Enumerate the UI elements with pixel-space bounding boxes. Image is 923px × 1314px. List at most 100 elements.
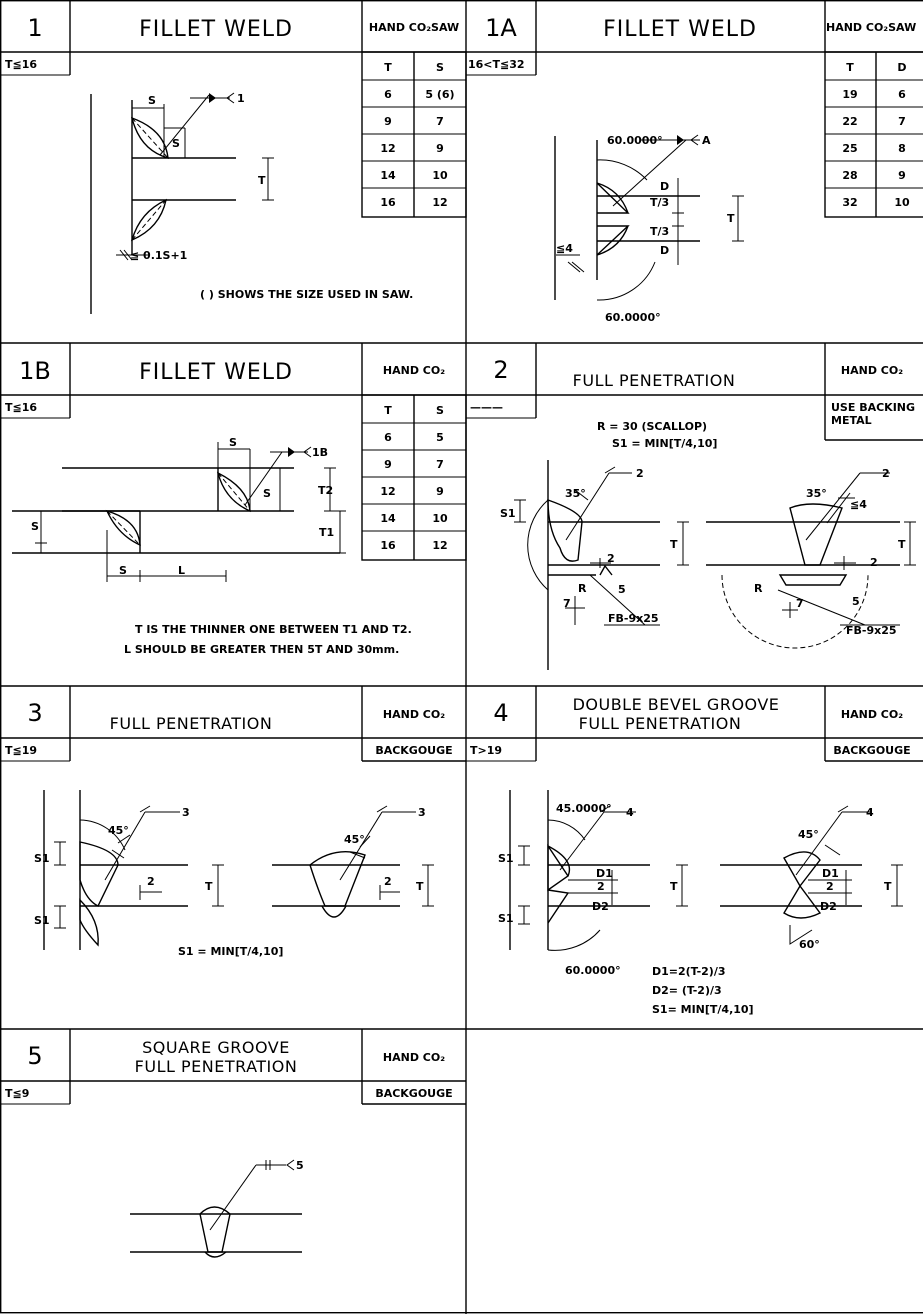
condition-label: T≦9: [5, 1087, 29, 1100]
scallop-r: R: [754, 582, 763, 595]
dim-s1: S1: [34, 914, 50, 927]
backgouge-label: BACKGOUGE: [375, 1087, 452, 1100]
reference-label: 2: [882, 467, 890, 480]
backing-label-1: USE BACKING: [831, 401, 915, 414]
dim-t: T: [670, 880, 678, 893]
table-cell: 14: [380, 169, 396, 182]
panel-number: 3: [27, 699, 42, 727]
panel-number: 1: [27, 14, 42, 42]
panel-number: 4: [493, 699, 508, 727]
dim-d: D: [660, 180, 669, 193]
panel-3-drawing: 45° 3 S1 S1 2 T 45° 3 2 T S1 = MIN[T/4,1…: [34, 790, 434, 958]
table-cell: 10: [432, 169, 448, 182]
dim-t: T: [727, 212, 735, 225]
panel-title: FILLET WELD: [139, 17, 293, 42]
reference-label: 5: [296, 1159, 304, 1172]
dim-s: S: [229, 436, 237, 449]
dim-d1: D1: [822, 867, 839, 880]
panel-1-drawing: S S T 1 ≦ 0.1S+1 ( ) SHOWS THE SIZE USED…: [90, 92, 413, 314]
table-header: S: [436, 404, 444, 417]
process-label: HAND CO₂: [383, 1051, 445, 1064]
dim-s1: S1: [498, 912, 514, 925]
backing-bar: FB-9x25: [846, 624, 897, 637]
angle-top: 60.0000°: [607, 134, 663, 147]
s1-note: S1 = MIN[T/4,10]: [612, 437, 717, 450]
table-header: T: [846, 61, 854, 74]
process-label: HAND CO₂: [841, 708, 903, 721]
table-cell: 9: [898, 169, 906, 182]
dim-t2: T2: [318, 484, 333, 497]
fillet-5: 5: [852, 595, 860, 608]
dim-d2: D2: [820, 900, 837, 913]
table-panel-1: [361, 51, 467, 218]
fillet-5: 5: [618, 583, 626, 596]
condition-label: T≦16: [5, 401, 37, 414]
condition-label: T≦16: [5, 58, 37, 71]
reference-label: 1B: [312, 446, 328, 459]
condition-label: T≦19: [5, 744, 37, 757]
table-cell: 6: [898, 88, 906, 101]
fillet-7: 7: [563, 597, 571, 610]
panel-number: 2: [493, 356, 508, 384]
dim-s: S: [172, 137, 180, 150]
angle-bottom: 60.0000°: [565, 964, 621, 977]
table-cell: 16: [380, 539, 396, 552]
table-header: T: [384, 404, 392, 417]
dim-s1: S1: [498, 852, 514, 865]
condition-label: 16<T≦32: [468, 58, 525, 71]
panel-title: FULL PENETRATION: [573, 371, 736, 390]
table-cell: 7: [436, 458, 444, 471]
table-cell: 12: [432, 196, 447, 209]
dim-s1: S1: [500, 507, 516, 520]
table-header: D: [897, 61, 906, 74]
process-label: HAND CO₂SAW: [826, 21, 916, 34]
scallop-r: R: [578, 582, 587, 595]
table-cell: 32: [842, 196, 857, 209]
dim-t1: T1: [319, 526, 334, 539]
dim-s: S: [31, 520, 39, 533]
table-cell: 16: [380, 196, 396, 209]
dim-t: T: [416, 880, 424, 893]
panel-4-header: 4 DOUBLE BEVEL GROOVE FULL PENETRATION H…: [470, 695, 911, 757]
panel-title: FULL PENETRATION: [110, 714, 273, 733]
panel-1a-header: 1A FILLET WELD HAND CO₂SAW 16<T≦32: [468, 14, 916, 71]
panel-5-drawing: 5: [130, 1159, 304, 1258]
backing-label-2: METAL: [831, 414, 872, 427]
table-cell: 9: [436, 485, 444, 498]
bevel-angle: 45.0000°: [556, 802, 612, 815]
reference-label: 1: [237, 92, 245, 105]
panel-title: FILLET WELD: [603, 17, 757, 42]
dim-s: S: [148, 94, 156, 107]
bevel-angle: 45°: [344, 833, 365, 846]
table-cell: 7: [898, 115, 906, 128]
panel-title-line-1: DOUBLE BEVEL GROOVE: [573, 695, 780, 714]
panel-5-header: 5 SQUARE GROOVE FULL PENETRATION HAND CO…: [5, 1038, 453, 1100]
table-cell: 19: [842, 88, 857, 101]
panel-1b-header: 1B FILLET WELD HAND CO₂ T≦16: [5, 357, 445, 414]
panel-number: 1A: [485, 14, 517, 42]
d2-note: D2= (T-2)/3: [652, 984, 722, 997]
panel-2-header: 2 FULL PENETRATION HAND CO₂ ——— USE BACK…: [470, 356, 915, 427]
table-cell: 6: [384, 431, 392, 444]
table-cell: 8: [898, 142, 906, 155]
bevel-angle: 35°: [565, 487, 586, 500]
dim-t: T: [205, 880, 213, 893]
dim-t: T: [884, 880, 892, 893]
table-cell: 12: [380, 142, 395, 155]
panel-number: 1B: [19, 357, 51, 385]
dim-t: T: [258, 174, 266, 187]
bevel-angle: 45°: [108, 824, 129, 837]
scallop-note: R = 30 (SCALLOP): [597, 420, 707, 433]
table-cell: 7: [436, 115, 444, 128]
dim-t: T: [670, 538, 678, 551]
root-gap: 2: [870, 556, 878, 569]
root-gap: 2: [384, 875, 392, 888]
process-label: HAND CO₂: [383, 364, 445, 377]
table-cell: 10: [894, 196, 910, 209]
bevel-angle: 45°: [798, 828, 819, 841]
dim-d1: D1: [596, 867, 613, 880]
table-panel-1a: [824, 51, 923, 218]
backing-bar: FB-9x25: [608, 612, 659, 625]
table-cell: 9: [384, 115, 392, 128]
